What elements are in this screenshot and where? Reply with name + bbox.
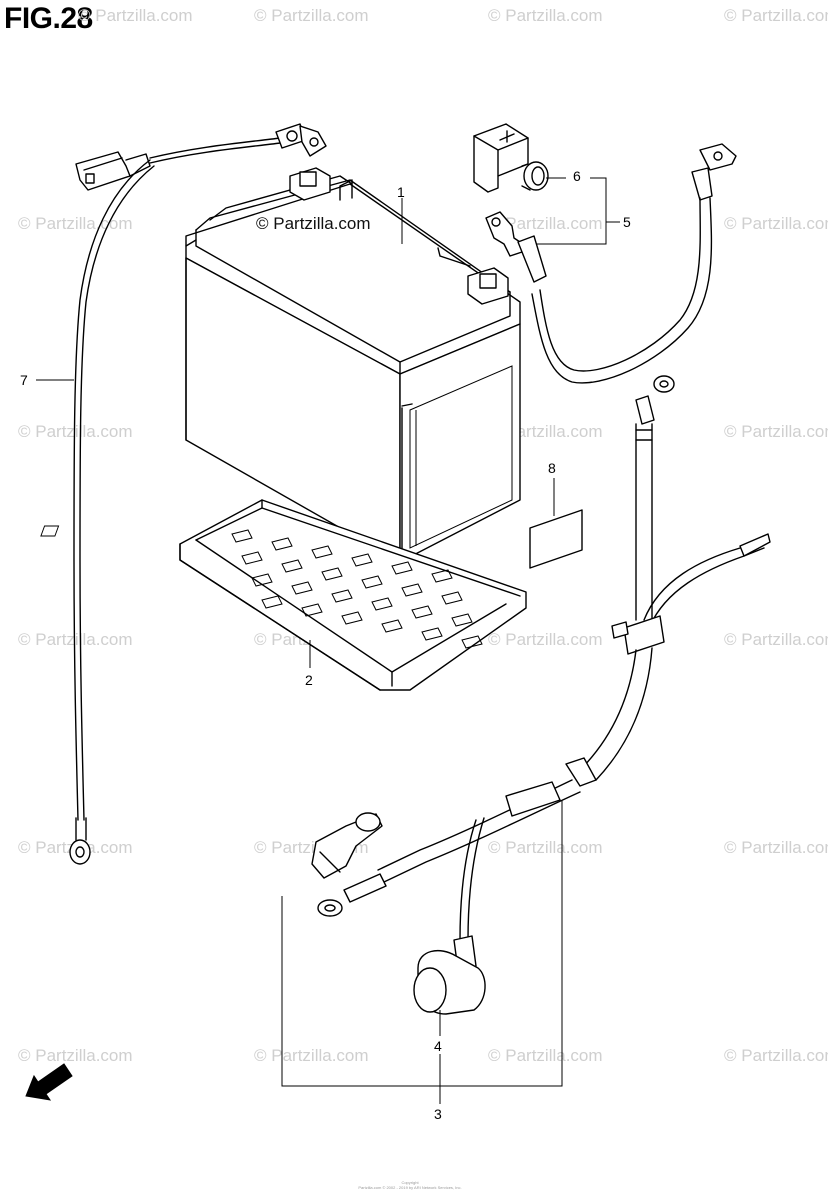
watermark: © Partzilla.com <box>18 214 133 233</box>
copyright-line-1: Copyright <box>401 1180 419 1185</box>
watermark: © Partzilla.com <box>724 838 828 857</box>
callout-6: 6 <box>573 168 581 184</box>
watermark: © Partzilla.com <box>488 838 603 857</box>
watermark: © Partzilla.com <box>488 630 603 649</box>
tray-hole <box>261 595 283 609</box>
figure-title: FIG.28 <box>4 2 93 35</box>
tray-hole <box>431 569 453 583</box>
callout-2: 2 <box>305 672 313 688</box>
fwd-arrow-icon <box>25 1063 73 1101</box>
tray-hole <box>341 611 363 625</box>
callout-1: 1 <box>397 184 405 200</box>
tray-hole <box>361 575 383 589</box>
watermark: © Partzilla.com <box>254 1046 369 1065</box>
tray-holes <box>231 529 483 649</box>
tray-hole <box>351 553 373 567</box>
watermark: © Partzilla.com <box>254 6 369 25</box>
callout-7: 7 <box>20 372 28 388</box>
tray-hole <box>391 561 413 575</box>
tray-hole <box>331 589 353 603</box>
part-2-battery-tray[interactable] <box>40 499 527 691</box>
part-5-positive-cable[interactable] <box>485 143 737 384</box>
callout-4: 4 <box>434 1038 442 1054</box>
copyright-line-2: Partzilla.com © 2002 - 2019 by ARI Netwo… <box>358 1185 462 1190</box>
callout-5: 5 <box>623 214 631 230</box>
watermark: © Partzilla.com <box>18 630 133 649</box>
tray-hole <box>441 591 463 605</box>
tray-hole <box>461 635 483 649</box>
callout-leaders <box>36 177 620 1104</box>
watermark: © Partzilla.com <box>488 6 603 25</box>
copyright: Copyright Partzilla.com © 2002 - 2019 by… <box>330 1180 490 1190</box>
tray-hole <box>251 573 273 587</box>
tray-hole <box>231 529 253 543</box>
watermark: © Partzilla.com <box>18 422 133 441</box>
tray-hole <box>451 613 473 627</box>
tray-hole <box>421 627 443 641</box>
watermark: © Partzilla.com <box>488 1046 603 1065</box>
tray-hole <box>241 551 263 565</box>
watermark: © Partzilla.com <box>724 422 828 441</box>
tray-hole <box>381 619 403 633</box>
part-1-battery[interactable] <box>185 167 521 563</box>
watermark: © Partzilla.com <box>724 6 828 25</box>
tray-hole <box>271 537 293 551</box>
callout-3: 3 <box>434 1106 442 1122</box>
tray-hole <box>281 559 303 573</box>
watermark: © Partzilla.com <box>488 214 603 233</box>
tray-hole <box>401 583 423 597</box>
callout-8: 8 <box>548 460 556 476</box>
tray-hole <box>301 603 323 617</box>
watermark: © Partzilla.com <box>724 630 828 649</box>
part-8-label[interactable] <box>529 509 583 569</box>
part-3-negative-cable[interactable] <box>311 375 771 971</box>
part-6-terminal-cover[interactable] <box>473 123 549 193</box>
tray-hole <box>411 605 433 619</box>
tray-hole <box>311 545 333 559</box>
watermark: © Partzilla.com <box>78 6 193 25</box>
part-4-sensor[interactable] <box>413 949 486 1015</box>
tray-hole <box>291 581 313 595</box>
watermark: © Partzilla.com <box>18 1046 133 1065</box>
tray-hole <box>371 597 393 611</box>
tray-hole <box>321 567 343 581</box>
watermark: © Partzilla.com <box>724 214 828 233</box>
watermark-center: © Partzilla.com <box>256 214 371 233</box>
watermark: © Partzilla.com <box>724 1046 828 1065</box>
part-7-wire-harness[interactable] <box>69 123 327 865</box>
